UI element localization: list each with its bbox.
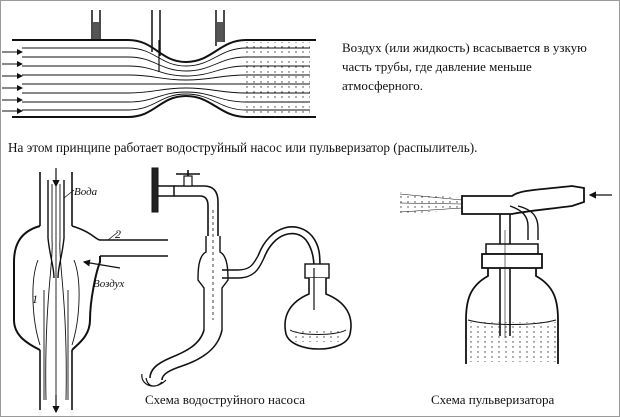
inlet-arrows — [2, 49, 23, 114]
caption-pump: Схема водоструйного насоса — [145, 392, 306, 407]
flow-lines — [22, 47, 310, 111]
sprayer-scheme — [398, 185, 612, 364]
manometer-fill-left — [93, 22, 99, 39]
outlet-particles — [246, 42, 310, 114]
spray-cone — [398, 192, 462, 214]
jet-pump-scheme — [141, 167, 352, 387]
venturi-tube — [2, 10, 316, 118]
manometer-fill-right — [217, 22, 223, 42]
wall-plate — [151, 167, 159, 213]
label-water: Вода — [74, 186, 98, 198]
principle-caption: На этом принципе работает водоструйный н… — [8, 140, 478, 155]
caption-sprayer: Схема пульверизатора — [431, 392, 555, 407]
label-air: Воздух — [93, 278, 125, 290]
label-one: 1 — [32, 292, 38, 306]
venturi-top-wall — [12, 39, 316, 64]
manometer-tubes — [91, 10, 225, 72]
jet-pump-section — [13, 168, 168, 414]
venturi-bottom-wall — [12, 94, 316, 118]
label-two: 2 — [115, 227, 121, 241]
venturi-description: Воздух (или жидкость) всасывается в узку… — [342, 40, 587, 93]
